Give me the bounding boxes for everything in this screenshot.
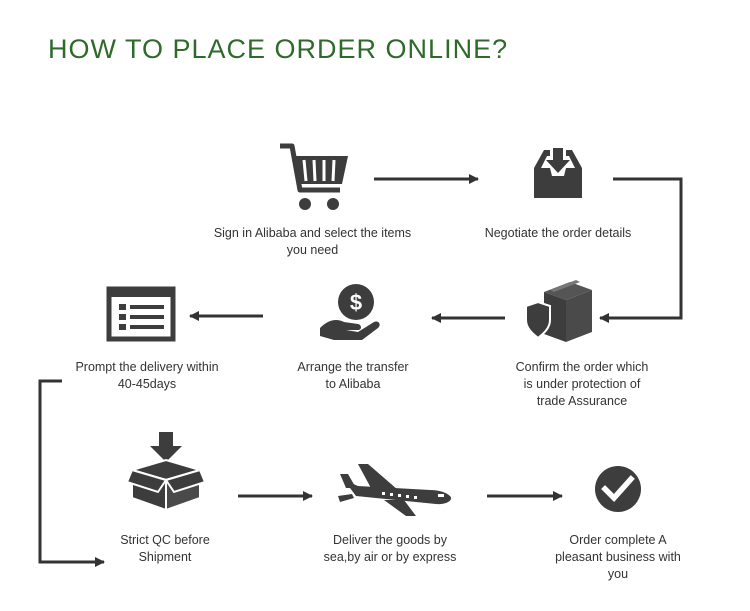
- shopping-cart-icon: [280, 143, 348, 210]
- arrow-step5-to-step6: [38, 379, 105, 567]
- step-label: Prompt the delivery within 40-45days: [75, 360, 219, 391]
- step-label: Deliver the goods by sea,by air or by ex…: [323, 533, 457, 564]
- download-tray-icon: [534, 148, 582, 198]
- step-label: Confirm the order which is under protect…: [515, 360, 649, 408]
- dollar-hand-icon: $: [320, 284, 380, 340]
- svg-text:$: $: [350, 290, 362, 315]
- page-title: HOW TO PLACE ORDER ONLINE?: [48, 34, 509, 64]
- shield-box-icon: [525, 280, 592, 342]
- box-inspect-icon: [128, 432, 204, 512]
- check-circle-icon: [595, 466, 641, 512]
- step-label: Strict QC before Shipment: [120, 533, 210, 564]
- step-label: Order complete A pleasant business with …: [555, 533, 681, 581]
- arrow-step2-to-step3: [599, 177, 683, 323]
- airplane-icon: [338, 464, 452, 516]
- checklist-icon: [106, 286, 176, 342]
- step-label: Negotiate the order details: [484, 226, 632, 240]
- step-label: Arrange the transfer to Alibaba: [297, 360, 409, 391]
- step-label: Sign in Alibaba and select the items you…: [213, 226, 412, 257]
